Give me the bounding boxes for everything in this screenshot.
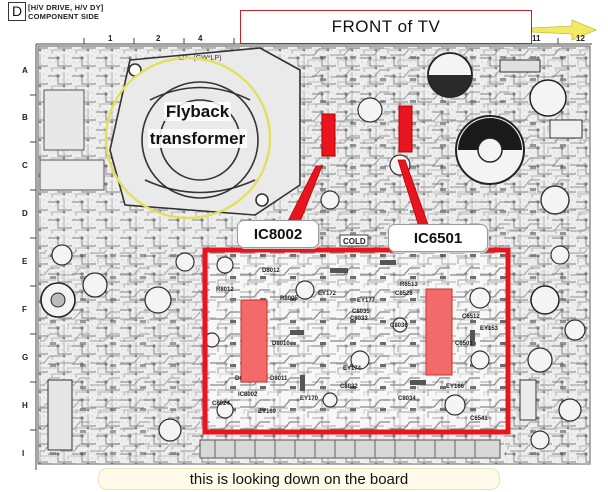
- flyback-label-line1: Flyback: [163, 102, 232, 121]
- board-orientation-caption: this is looking down on the board: [98, 468, 500, 490]
- part-c8033: C8033: [350, 316, 368, 322]
- col-label-1: 1: [108, 34, 113, 43]
- row-label-a: A: [22, 66, 28, 75]
- part-ey177: EY177: [357, 298, 376, 304]
- part-c6501: C6501: [455, 341, 473, 347]
- part-ey169: EY169: [258, 409, 277, 415]
- part-ey174: EY174: [343, 366, 362, 372]
- part-ey172: EY172: [318, 291, 337, 297]
- section-letter: D: [8, 2, 26, 21]
- part-c8035: C8035: [352, 309, 370, 315]
- ic8002-highlight-top: [321, 113, 336, 157]
- flyback-transformer-label: Flyback transformer: [115, 98, 280, 152]
- part-r8012: R8012: [216, 287, 234, 293]
- part-c6541: C6541: [470, 416, 488, 422]
- part-ey153: EY153: [480, 326, 499, 332]
- row-label-f: F: [22, 305, 27, 314]
- part-c8024: C8024: [212, 401, 230, 407]
- col-label-2: 2: [156, 34, 161, 43]
- ic8002-label: IC8002: [237, 220, 319, 248]
- part-d8011: D8011: [270, 376, 288, 382]
- ic6501-highlight-top: [398, 105, 413, 153]
- part-d8010: D8010: [272, 341, 290, 347]
- part-c8526: C8526: [395, 291, 413, 297]
- col-label-4: 4: [198, 34, 203, 43]
- front-of-tv-label: FRONT of TV: [240, 10, 532, 44]
- part-r8005: R8005: [280, 296, 298, 302]
- part-d8012: D8012: [262, 268, 280, 274]
- row-label-b: B: [22, 113, 28, 122]
- flyback-label-line2: transformer: [147, 129, 248, 148]
- part-r6513: R6513: [400, 282, 418, 288]
- section-header-line2: COMPONENT SIDE: [28, 12, 100, 21]
- front-of-tv-text: FRONT of TV: [331, 17, 441, 36]
- front-arrow-icon: [531, 19, 598, 41]
- cold-mark: COLD: [343, 237, 366, 246]
- part-c8034: C8034: [398, 396, 416, 402]
- row-label-e: E: [22, 257, 28, 266]
- row-label-c: C: [22, 161, 28, 170]
- row-label-i: I: [22, 449, 25, 458]
- col-label-12: 12: [576, 34, 585, 43]
- section-header-line1: [H/V DRIVE, H/V DY]: [28, 3, 104, 12]
- section-header: [H/V DRIVE, H/V DY] COMPONENT SIDE: [28, 3, 103, 21]
- row-label-h: H: [22, 401, 28, 410]
- row-label-d: D: [22, 209, 28, 218]
- part-ey166: EY166: [446, 384, 465, 390]
- ic8002-zoom-highlight: [240, 299, 268, 383]
- flyback-circle: [104, 56, 272, 220]
- part-c6512: C6512: [462, 314, 480, 320]
- part-ey170: EY170: [300, 396, 319, 402]
- part-c8036: C8036: [390, 323, 408, 329]
- ic8002-small-mark: IC8002: [238, 392, 258, 398]
- zoom-inset: R8012 D8012 EY172 EY177 C8526 C8036 R651…: [202, 247, 511, 435]
- row-label-g: G: [22, 353, 29, 362]
- ic6501-label: IC6501: [388, 224, 488, 252]
- ic6501-zoom-highlight: [425, 288, 453, 376]
- col-label-11: 11: [532, 34, 541, 43]
- part-c8032: C8032: [340, 384, 358, 390]
